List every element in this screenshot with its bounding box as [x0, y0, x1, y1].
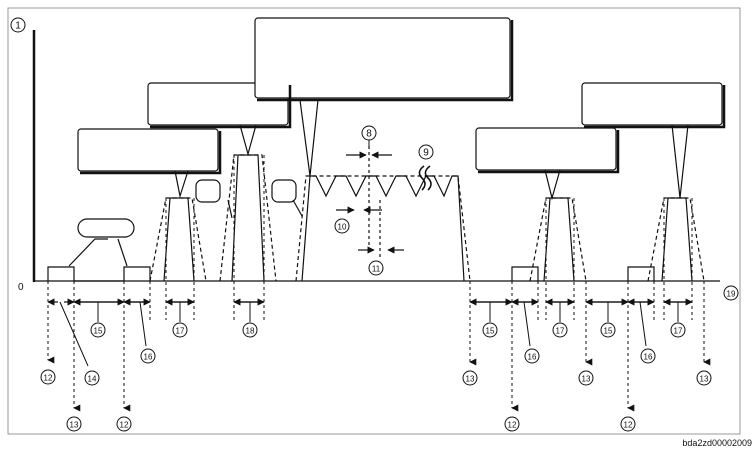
callout-number: 9	[423, 148, 429, 159]
callout-number: 12	[44, 374, 53, 383]
callout-number: 8	[366, 129, 372, 140]
callout-number: 13	[70, 421, 79, 430]
callout-number: 13	[582, 375, 591, 384]
callout-number: 15	[604, 327, 613, 336]
callout-box-5	[254, 17, 511, 99]
callout-number: 1	[15, 21, 21, 32]
callout-marker-n11: 11	[368, 260, 384, 276]
callout-number: 17	[674, 327, 683, 336]
callout-marker-n19: 19	[723, 285, 739, 301]
callout-marker-n16c: 16	[640, 348, 656, 364]
callout-box-4a	[147, 82, 289, 126]
callout-marker-n12a: 12	[40, 369, 56, 385]
callout-marker-n16a: 16	[140, 348, 156, 364]
origin-label: 0	[18, 282, 24, 293]
callout-boxes	[77, 17, 723, 238]
callout-number: 10	[338, 223, 347, 232]
callout-marker-n15a: 15	[90, 322, 106, 338]
callout-marker-n14: 14	[84, 370, 100, 386]
callout-number: 16	[144, 353, 153, 362]
callout-marker-n12c: 12	[504, 416, 520, 432]
callout-box-2	[77, 218, 135, 238]
callout-marker-n15c: 15	[600, 322, 616, 338]
diagram-frame	[7, 7, 741, 435]
callout-number: 17	[176, 327, 185, 336]
callout-number: 16	[644, 353, 653, 362]
timing-drops	[47, 155, 711, 412]
callout-marker-n12d: 12	[620, 416, 636, 432]
callout-number: 18	[246, 327, 255, 336]
callout-box-3	[77, 128, 219, 172]
callout-marker-n12b: 12	[116, 416, 132, 432]
callout-marker-n17c: 17	[670, 322, 686, 338]
callout-marker-n16b: 16	[524, 348, 540, 364]
callout-box-6	[195, 179, 221, 203]
callout-box-4c	[581, 82, 723, 126]
callout-number: 12	[624, 421, 633, 430]
callout-number: 16	[528, 353, 537, 362]
callout-number: 15	[94, 327, 103, 336]
callout-number: 13	[466, 375, 475, 384]
callout-number: 13	[700, 375, 709, 384]
callout-box-4b	[475, 127, 617, 171]
signal-traces	[47, 154, 705, 282]
label-leaders	[59, 140, 679, 367]
callout-number: 14	[88, 375, 97, 384]
callout-marker-n10: 10	[334, 218, 350, 234]
callout-number: 19	[727, 290, 736, 299]
measurement-arrows	[47, 146, 693, 306]
callout-marker-n13d: 13	[696, 370, 712, 386]
callout-marker-n18: 18	[242, 322, 258, 338]
callout-number: 11	[372, 265, 381, 274]
callout-marker-n8: 8	[361, 125, 377, 141]
callout-marker-n15b: 15	[482, 322, 498, 338]
callout-box-shadows	[80, 20, 726, 175]
callout-number: 12	[120, 421, 129, 430]
callout-marker-n13b: 13	[462, 370, 478, 386]
callout-marker-n9: 9	[418, 144, 434, 160]
callout-number: 12	[508, 421, 517, 430]
callout-marker-n1: 1	[10, 17, 26, 33]
callout-number: 17	[556, 327, 565, 336]
callout-box-7	[271, 179, 297, 203]
callout-marker-n13a: 13	[66, 416, 82, 432]
callout-marker-n17b: 17	[552, 322, 568, 338]
reference-code: bda2zd00002009	[682, 438, 752, 448]
callout-marker-n13c: 13	[578, 370, 594, 386]
callout-marker-n17a: 17	[172, 322, 188, 338]
callout-number: 15	[486, 327, 495, 336]
